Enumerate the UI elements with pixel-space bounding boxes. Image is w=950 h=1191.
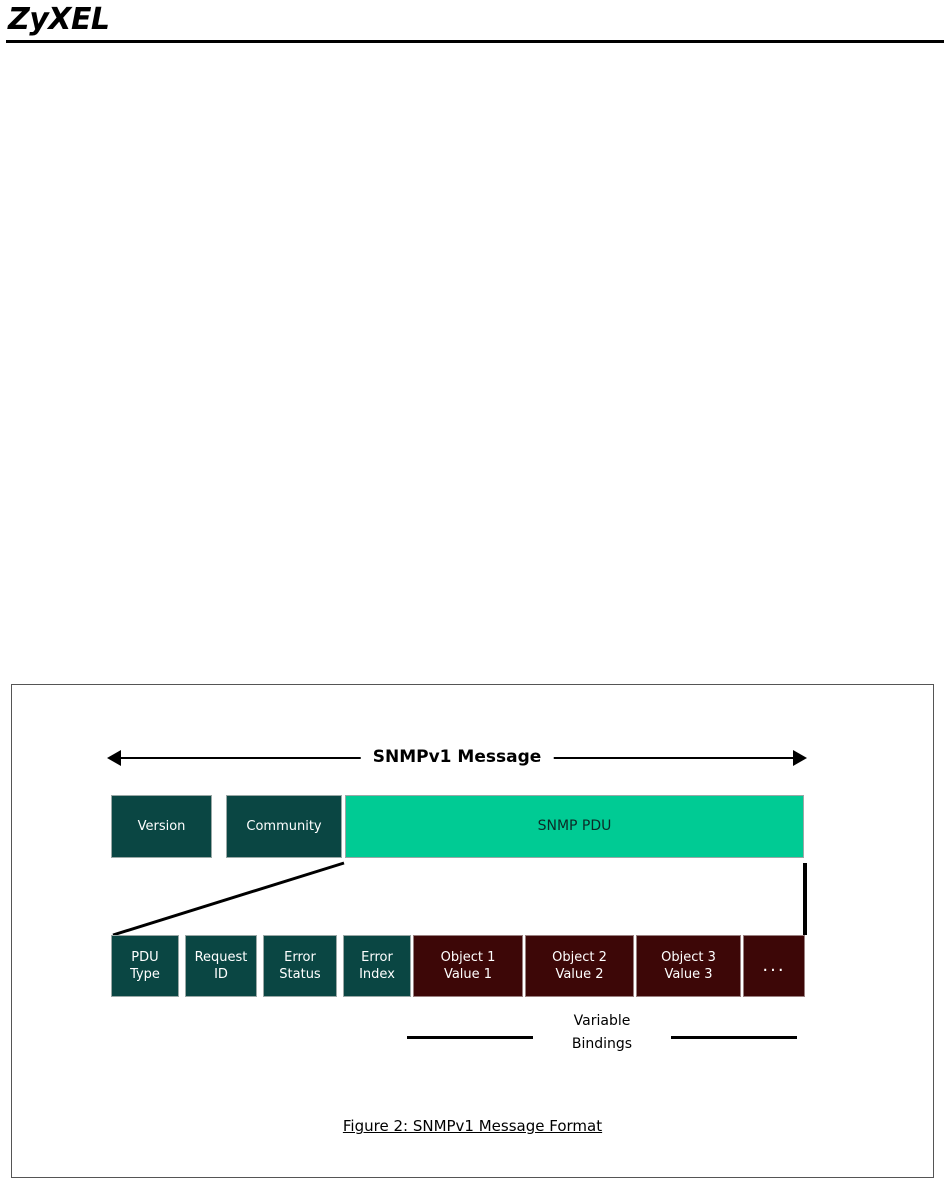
variable-bindings-label-line2: Bindings [571,1036,633,1052]
pdu-field-object-1-line1: Object 1 [440,950,496,965]
pdu-field-pdu-type-line2: Type [130,967,160,982]
variable-bindings-label-line1: Variable [573,1013,631,1029]
message-field-version: Version [111,795,212,858]
pdu-field-error-status-line1: Error [284,950,316,965]
pdu-field-error-index-line1: Error [361,950,393,965]
variable-bindings-label: Variable Bindings [572,1010,632,1056]
snmp-message-span-arrow: SNMPv1 Message [107,745,807,771]
pdu-expand-connector-left [111,861,346,937]
pdu-field-request-id-line2: ID [214,967,228,982]
pdu-field-pdu-type: PDU Type [111,935,179,997]
pdu-field-error-index-line2: Index [359,967,395,982]
span-label: SNMPv1 Message [360,745,554,769]
arrow-right-icon [793,750,807,766]
pdu-field-request-id-line1: Request [194,950,248,965]
pdu-expand-connector-right [803,863,807,935]
message-field-snmp-pdu-label: SNMP PDU [537,818,612,834]
pdu-field-object-1-line2: Value 1 [443,967,493,982]
pdu-field-object-1: Object 1 Value 1 [413,935,523,997]
pdu-field-object-3: Object 3 Value 3 [636,935,741,997]
header-divider [6,40,944,43]
variable-bindings-annotation: Variable Bindings [397,1010,807,1062]
figure-container: SNMPv1 Message Version Community SNMP PD… [11,684,934,1178]
pdu-field-request-id: Request ID [185,935,257,997]
message-field-snmp-pdu: SNMP PDU [345,795,804,858]
pdu-field-object-3-line1: Object 3 [661,950,716,965]
pdu-field-pdu-type-line1: PDU [131,950,159,965]
pdu-field-object-2-line1: Object 2 [552,950,607,965]
pdu-field-ellipsis-label: ... [762,955,786,976]
message-field-community: Community [226,795,342,858]
zyxel-logo: ZyXEL [8,2,110,37]
arrow-left-icon [107,750,121,766]
pdu-field-object-2-line2: Value 2 [555,967,604,982]
pdu-field-error-index: Error Index [343,935,411,997]
pdu-field-error-status: Error Status [263,935,337,997]
page-header: ZyXEL [0,0,950,52]
pdu-field-object-2: Object 2 Value 2 [525,935,634,997]
variable-bindings-line-right [671,1036,797,1039]
variable-bindings-line-left [407,1036,533,1039]
message-field-community-label: Community [246,819,322,834]
pdu-field-ellipsis: ... [743,935,805,997]
figure-caption: Figure 2: SNMPv1 Message Format [12,1117,933,1135]
pdu-field-error-status-line2: Status [279,967,321,982]
figure-caption-text: Figure 2: SNMPv1 Message Format [342,1117,603,1135]
message-field-version-label: Version [137,819,186,834]
pdu-field-object-3-line2: Value 3 [664,967,713,982]
